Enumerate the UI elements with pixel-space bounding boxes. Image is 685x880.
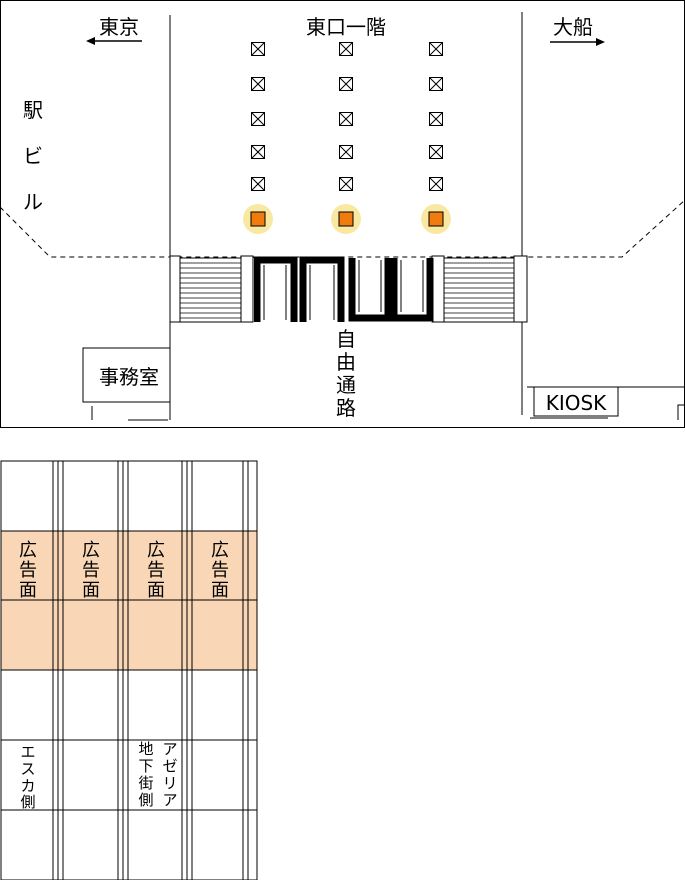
post-left-outer xyxy=(169,255,181,323)
crossed-box-icon xyxy=(339,177,353,191)
kiosk-label: KIOSK xyxy=(546,391,607,415)
highlighted-spot-icon xyxy=(421,204,451,234)
crossed-box-icon xyxy=(339,112,353,126)
kiosk-box xyxy=(533,386,619,417)
crossed-box-icon xyxy=(251,112,265,126)
station-building-char-1: 駅 xyxy=(23,98,43,122)
ad-label-char: 広 xyxy=(147,540,165,561)
crossed-box-icon xyxy=(429,42,443,56)
ad-label-char: 面 xyxy=(19,580,37,601)
ad-label-char: 広 xyxy=(19,540,37,561)
post-right-inner xyxy=(431,255,445,323)
ad-label-char: 告 xyxy=(19,560,37,581)
stairs-right xyxy=(441,257,519,323)
esca-side-char-1: エ xyxy=(20,743,35,761)
ad-label-char: 面 xyxy=(211,580,229,601)
highlighted-spot-icon xyxy=(331,204,361,234)
lower-platform-panel xyxy=(0,460,258,880)
azalea-col2-char-1: 地 xyxy=(138,740,153,758)
free-passage-char-3: 通 xyxy=(336,373,356,397)
highlighted-spot-icon xyxy=(243,204,273,234)
station-building-char-2: ビ xyxy=(23,144,43,168)
esca-side-char-2: ス xyxy=(20,760,35,778)
esca-side-char-4: 側 xyxy=(20,793,35,811)
azalea-col2-char-2: 下 xyxy=(138,757,153,775)
crossed-box-icon xyxy=(429,112,443,126)
azalea-col2-char-3: 街 xyxy=(138,774,153,792)
arrow-right-icon xyxy=(596,38,605,46)
crossed-box-icon xyxy=(251,42,265,56)
post-left-inner xyxy=(240,255,254,323)
ad-label-char: 広 xyxy=(82,540,100,561)
azalea-col2-char-4: 側 xyxy=(138,791,153,809)
station-building-char-3: ル xyxy=(23,190,43,214)
direction-ofuna-label: 大船 xyxy=(553,15,593,39)
crossed-box-icon xyxy=(429,177,443,191)
ad-label-char: 面 xyxy=(147,580,165,601)
ad-label-char: 告 xyxy=(82,560,100,581)
crossed-box-icon xyxy=(339,77,353,91)
ad-label-char: 面 xyxy=(82,580,100,601)
ad-label-char: 告 xyxy=(147,560,165,581)
post-right-outer xyxy=(513,255,528,323)
ticket-gates xyxy=(253,256,434,322)
free-passage-char-2: 由 xyxy=(336,350,356,374)
highlighted-spots xyxy=(243,204,451,234)
azalea-col1-char-3: リ xyxy=(162,774,177,792)
azalea-col1-char-1: ア xyxy=(162,740,177,758)
arrow-left-icon xyxy=(86,37,95,45)
crossed-box-icon xyxy=(251,77,265,91)
crossed-box-icon xyxy=(429,77,443,91)
ad-label-char: 告 xyxy=(211,560,229,581)
office-label: 事務室 xyxy=(99,365,159,389)
dashed-boundary xyxy=(0,199,685,258)
crossed-box-icon xyxy=(339,145,353,159)
free-passage-char-1: 自 xyxy=(336,327,356,351)
free-passage-char-4: 路 xyxy=(336,396,356,420)
crossed-box-icon xyxy=(429,145,443,159)
office-box xyxy=(82,347,171,403)
direction-tokyo-label: 東京 xyxy=(99,15,139,39)
crossed-box-icon xyxy=(251,177,265,191)
ticket-machine-grid xyxy=(251,42,443,191)
azalea-col1-char-4: ア xyxy=(162,791,177,809)
crossed-box-icon xyxy=(339,42,353,56)
floor-title: 東口一階 xyxy=(306,15,386,39)
crossed-box-icon xyxy=(251,145,265,159)
esca-side-char-3: カ xyxy=(20,777,35,795)
azalea-col1-char-2: ゼ xyxy=(162,757,177,775)
ad-label-char: 広 xyxy=(211,540,229,561)
stairs-left xyxy=(169,257,243,323)
